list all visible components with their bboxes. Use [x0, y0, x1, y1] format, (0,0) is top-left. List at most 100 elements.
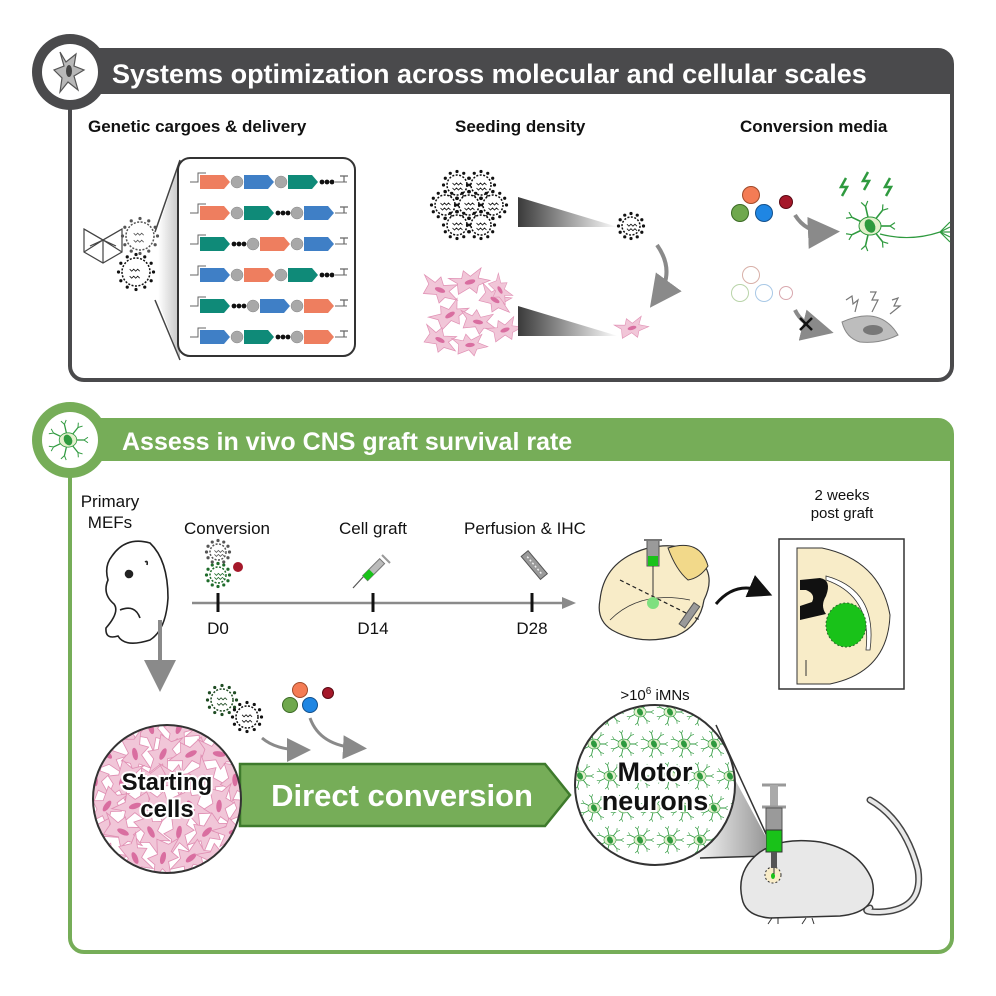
neuron-icon: [596, 762, 624, 790]
ires-node: [290, 330, 304, 344]
cell-icon: [612, 315, 650, 339]
terminator-icon: [340, 268, 348, 275]
neuron-icon: [596, 826, 624, 854]
ires-node: [290, 206, 304, 220]
virus-icon: [230, 700, 264, 734]
panel2-title: Assess in vivo CNS graft survival rate: [122, 428, 572, 456]
gene-salmon: [200, 206, 230, 220]
virus-icon: [204, 538, 232, 589]
virus-icon: [616, 211, 646, 241]
lentivirus-icon: [116, 252, 156, 292]
virus-pair-icon: [205, 683, 264, 734]
cell-icon: [172, 779, 213, 829]
aav-capsid-icon: [83, 227, 123, 264]
section-heading-genetic-cargoes: Genetic cargoes & delivery: [88, 117, 307, 136]
gene-teal: [200, 237, 230, 251]
timeline-event-perfusion: Perfusion & IHC D28: [464, 519, 586, 638]
construct-row: [190, 203, 348, 220]
terminator-icon: [340, 175, 348, 182]
cell-icon: [219, 755, 241, 805]
cell-icon: [203, 782, 235, 831]
neuron-icon: [48, 419, 89, 461]
linker-dot: [329, 272, 335, 278]
active-neuron-icon: [838, 171, 951, 252]
starting-cells-line1: Starting: [122, 769, 213, 796]
gene-blue: [200, 330, 230, 344]
motor-neurons-line2: neurons: [602, 786, 709, 816]
ires-node: [274, 268, 288, 282]
virus-icon: [204, 538, 232, 566]
terminator-icon: [340, 206, 348, 213]
linker-dot: [324, 179, 330, 185]
virus-icon: [441, 209, 473, 241]
linker-dot: [285, 334, 291, 340]
density-gradient-wedge-bottom: [518, 306, 618, 336]
neuron-icon: [610, 730, 638, 758]
post-graft-line1: 2 weeks: [814, 487, 869, 504]
virus-icon: [477, 189, 509, 221]
linker-dot: [285, 210, 291, 216]
neuron-icon: [626, 762, 654, 790]
neuron-icon: [610, 794, 638, 822]
panel1-title: Systems optimization across molecular an…: [112, 59, 867, 89]
linker-dot: [231, 303, 237, 309]
cell-icon: [146, 836, 180, 873]
fibroblast-cell-icon: [52, 51, 86, 95]
gene-salmon: [304, 299, 334, 313]
gene-blue: [304, 206, 334, 220]
gene-blue: [304, 237, 334, 251]
gene-blue: [260, 299, 290, 313]
linker-dot: [241, 241, 247, 247]
start-label-line1: Primary: [81, 492, 140, 511]
linker-dot: [280, 334, 286, 340]
cell-icon: [487, 272, 514, 306]
construct-row: [190, 234, 348, 251]
neuron-icon: [626, 826, 654, 854]
timeline-event-conversion: Conversion D0: [184, 519, 270, 638]
ires-node: [230, 175, 244, 189]
virus-icon: [204, 561, 232, 589]
blade-icon: [520, 549, 549, 581]
terminator-icon: [340, 237, 348, 244]
panel-cns-graft: Assess in vivo CNS graft survival rate P…: [32, 402, 954, 954]
gene-teal: [288, 268, 318, 282]
cell-icon: [93, 785, 131, 829]
virus-icon: [465, 209, 497, 241]
panel1-title-bar: [70, 50, 952, 94]
cell-icon: [106, 759, 146, 803]
cell-icon: [187, 753, 229, 803]
motor-neurons-line1: Motor: [618, 757, 693, 787]
cell-icon: [450, 333, 489, 357]
spark-icon: [838, 177, 850, 197]
high-density-cell-cluster: [422, 266, 524, 357]
cell-icon: [423, 323, 458, 353]
section-heading-seeding-density: Seeding density: [455, 117, 586, 136]
neuron-icon: [656, 762, 684, 790]
cell-icon: [142, 786, 185, 823]
start-label-line2: MEFs: [88, 513, 132, 532]
brain-icon: [598, 539, 710, 641]
gene-teal: [244, 206, 274, 220]
lentivirus-pair: [116, 216, 160, 292]
ires-node: [290, 299, 304, 313]
gene-blue: [200, 268, 230, 282]
construct-list: [190, 172, 348, 344]
linker-dot: [319, 179, 325, 185]
media-arrow-active: [793, 213, 840, 249]
zoom-cone: [154, 159, 181, 361]
neuron-icon: [700, 794, 728, 822]
spark-icon: [882, 177, 894, 197]
event-label: Perfusion & IHC: [464, 519, 586, 538]
panel-systems-optimization: Systems optimization across molecular an…: [32, 34, 954, 382]
ires-node: [230, 206, 244, 220]
syringe-icon: [352, 554, 391, 589]
linker-dot: [324, 272, 330, 278]
section-heading-conversion-media: Conversion media: [740, 117, 888, 136]
cell-icon: [118, 830, 155, 873]
construct-row: [190, 296, 348, 313]
gene-teal: [244, 330, 274, 344]
high-density-virus-cluster: [429, 169, 509, 241]
neuron-icon: [686, 762, 714, 790]
factors-to-conversion-arrow: [308, 717, 367, 760]
gene-teal: [288, 175, 318, 189]
